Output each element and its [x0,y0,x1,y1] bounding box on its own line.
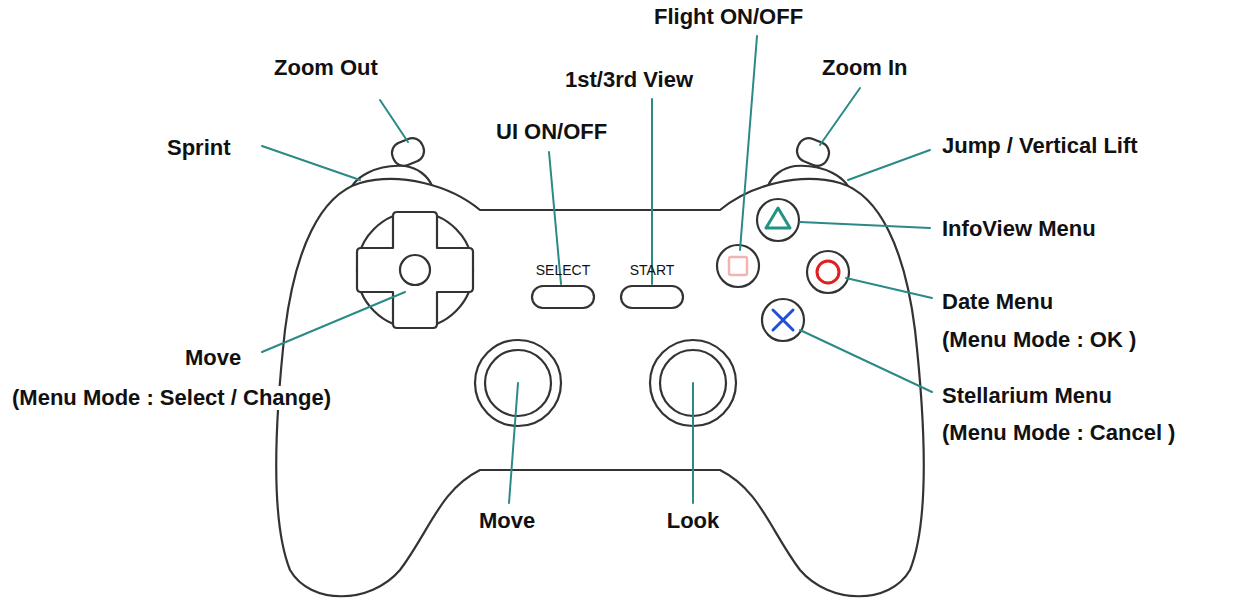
leader-line [262,146,360,180]
start-button [621,286,683,308]
move-label: Move [183,346,243,370]
jump-label: Jump / Vertical Lift [940,134,1140,158]
sprint-label: Sprint [165,136,233,160]
cross-symbol [773,310,793,330]
leader-line [380,100,408,142]
menu-mode-note: (Menu Mode : Cancel ) [940,421,1177,445]
menu-mode-note: (Menu Mode : Select / Change) [10,386,333,410]
leader-line [820,88,860,145]
infoview-label: InfoView Menu [940,217,1098,241]
menu-mode-note: (Menu Mode : OK ) [940,328,1138,352]
leader-line [262,292,405,352]
button-name: SELECT [536,263,590,278]
square-symbol [729,257,747,275]
flight-toggle-label: Flight ON/OFF [652,5,805,29]
triangle-button [757,199,799,241]
stellarium-menu-label: Stellarium Menu [940,384,1114,408]
leader-line [740,36,757,250]
dpad-cross [357,212,473,328]
cross-button [762,299,804,341]
dpad-ring [357,212,473,328]
triangle-symbol [766,208,790,228]
leader-line [651,99,653,284]
zoom-out-label: Zoom Out [272,56,380,80]
date-menu-label: Date Menu [940,290,1055,314]
move-label: Move [477,509,537,533]
leader-line [846,278,932,298]
right-trigger [794,135,833,169]
look-label: Look [665,509,722,533]
leader-line [800,222,930,228]
select-button [532,286,594,308]
circle-button [807,251,849,293]
leader-line [509,383,518,503]
square-button [717,245,759,287]
controller-body [276,179,924,596]
button-name: START [630,263,675,278]
leader-line [800,330,932,392]
view-toggle-label: 1st/3rd View [563,68,695,92]
circle-symbol [817,261,839,283]
ui-toggle-label: UI ON/OFF [494,120,609,144]
leader-line [848,150,930,180]
left-trigger [389,135,428,169]
dpad-center [400,255,430,285]
leader-line [692,383,694,503]
zoom-in-label: Zoom In [820,56,910,80]
